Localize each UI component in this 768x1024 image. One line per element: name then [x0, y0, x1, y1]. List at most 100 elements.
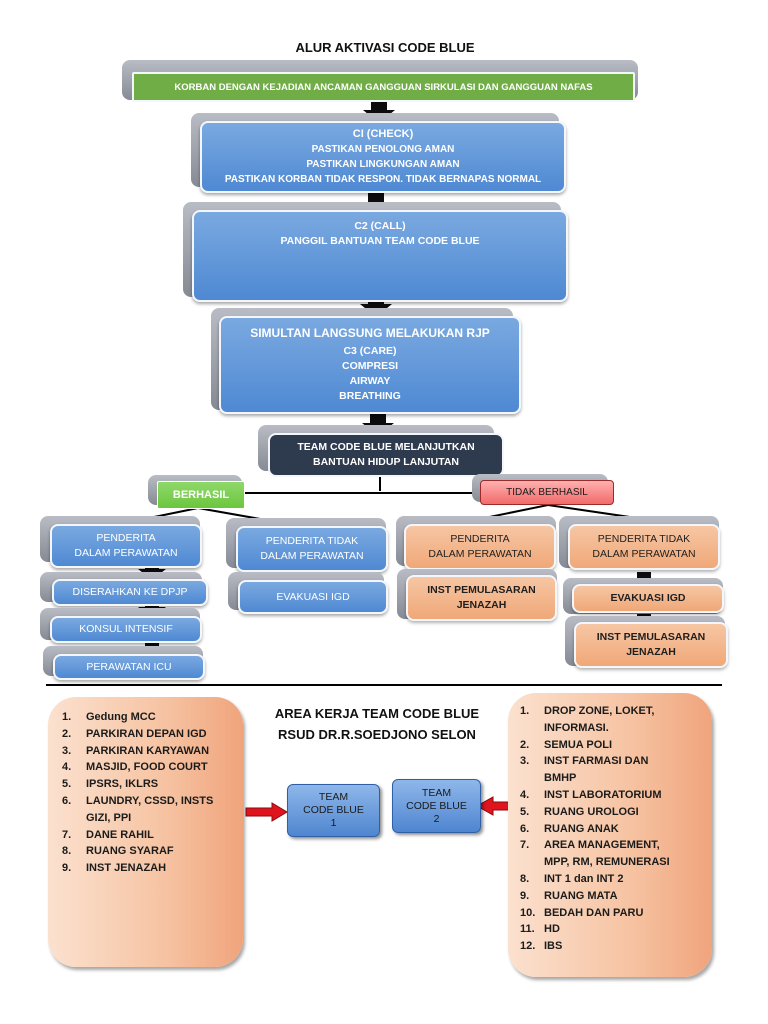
area-list-item: MPP, RM, REMUNERASI	[520, 854, 712, 871]
area-list-item: GIZI, PPI	[62, 810, 243, 827]
consult-box: KONSUL INTENSIF	[50, 616, 202, 643]
area-list-text: LAUNDRY, CSSD, INSTS	[86, 794, 214, 807]
area-list-item: 5.IPSRS, IKLRS	[62, 776, 243, 793]
fail-text: TIDAK BERHASIL	[506, 487, 588, 498]
area-list-text: Gedung MCC	[86, 711, 156, 723]
team-label: CODE BLUE	[406, 799, 467, 812]
care-line: C3 (CARE)	[343, 345, 397, 357]
team-box: TEAM CODE BLUE MELANJUTKAN BANTUAN HIDUP…	[268, 433, 504, 477]
area-list-item: 3.INST FARMASI DAN	[520, 753, 712, 770]
team-label: TEAM	[318, 791, 349, 803]
right-area-panel: 1.DROP ZONE, LOKET,INFORMASI. 2.SEMUA POL…	[508, 693, 712, 977]
left-area-list: 1. Gedung MCC 2. PARKIRAN DEPAN IGD 3. PARKIR…	[62, 709, 243, 877]
area-list-text: BMHP	[544, 772, 577, 785]
fail-not-inpatient-box: PENDERITA TIDAK DALAM PERAWATAN	[568, 524, 720, 570]
area-list-item: 2.SEMUA POLI	[520, 737, 712, 754]
area-list-number: 2.	[62, 727, 72, 740]
area-list-item: 11.HD	[520, 921, 712, 938]
area-list-text: IPSRS, IKLRS	[86, 778, 159, 791]
area-list-item: 1.DROP ZONE, LOKET,	[520, 703, 712, 720]
area-list-text: INST LABORATORIUM	[544, 788, 662, 801]
area-list-number: 3.	[520, 755, 530, 768]
fail-inpatient-box: PENDERITA DALAM PERAWATAN	[404, 524, 556, 570]
area-list-item: 3. PARKIRAN KARYAWAN	[62, 743, 243, 760]
area-list-number: 6.	[62, 794, 72, 807]
care-line: COMPRESI	[341, 360, 398, 372]
arrow-down-4	[362, 413, 394, 436]
area-list-text: RUANG MATA	[544, 889, 618, 902]
area-list-item: INFORMASI.	[520, 720, 712, 737]
team-line: TEAM CODE BLUE MELANJUTKAN	[297, 441, 475, 453]
area-list-text: PARKIRAN DEPAN IGD	[86, 727, 207, 740]
area-list-item: 5. RUANG UROLOGI	[520, 804, 712, 821]
area-list-number: 8.	[62, 845, 72, 858]
area-list-text: HD	[544, 923, 560, 936]
team-label: 2	[433, 812, 440, 825]
check-box: CI (CHECK) PASTIKAN PENOLONG AMAN PASTIK…	[200, 121, 566, 193]
team-label: TEAM	[421, 786, 452, 799]
fail-morgue-box: INST PEMULASARAN JENAZAH	[406, 575, 557, 621]
area-list-text: INT 1 dan INT 2	[544, 872, 624, 885]
area-list-item: 9. RUANG MATA	[520, 888, 712, 905]
area-list-number: 9.	[520, 889, 530, 902]
box-line: INST PEMULASARAN	[596, 631, 706, 643]
area-list-number	[520, 770, 544, 787]
area-list-text: RUANG ANAK	[544, 822, 619, 835]
box-line: EVAKUASI IGD	[276, 590, 350, 603]
box-line: PERAWATAN ICU	[86, 660, 172, 673]
care-heading: SIMULTAN LANGSUNG MELAKUKAN RJP	[250, 326, 490, 340]
area-list-text: GIZI, PPI	[86, 811, 132, 824]
area-list-item: 4. INST LABORATORIUM	[520, 787, 712, 804]
area-list-text: IBS	[544, 940, 563, 953]
area-list-text: BEDAH DAN PARU	[544, 906, 644, 919]
area-list-number	[520, 720, 544, 737]
box-line: PENDERITA TIDAK	[265, 535, 359, 547]
team-label: CODE BLUE	[303, 804, 364, 816]
area-list-item: 9.INST JENAZAH	[62, 860, 243, 877]
area-list-item: 1. Gedung MCC	[62, 709, 243, 726]
area-list-number: 7.	[62, 828, 72, 841]
care-box: SIMULTAN LANGSUNG MELAKUKAN RJP C3 (CARE…	[219, 316, 521, 414]
box-line: DALAM PERAWATAN	[74, 547, 178, 559]
check-line: PASTIKAN LINGKUNGAN AMAN	[306, 159, 460, 170]
right-area-list: 1.DROP ZONE, LOKET,INFORMASI. 2.SEMUA POL…	[520, 703, 712, 955]
area-list-item: 7. DANE RAHIL	[62, 827, 243, 844]
area-list-item: 6. LAUNDRY, CSSD, INSTS	[62, 793, 243, 810]
fail-label: TIDAK BERHASIL	[480, 480, 614, 505]
victim-box: KORBAN DENGAN KEJADIAN ANCAMAN GANGGUAN …	[132, 72, 635, 102]
area-list-number: 10.	[520, 906, 536, 919]
area-subtitle: RSUD DR.R.SOEDJONO SELON	[278, 727, 476, 742]
check-line: PASTIKAN KORBAN TIDAK RESPON. TIDAK BERN…	[224, 174, 542, 185]
area-list-number: 6.	[520, 822, 530, 835]
call-heading: C2 (CALL)	[354, 220, 406, 232]
area-list-number: 1.	[62, 711, 72, 723]
area-list-number: 4.	[520, 788, 530, 801]
area-list-item: 8.INT 1 dan INT 2	[520, 871, 712, 888]
area-list-number: 12.	[520, 940, 536, 953]
arrow-down-1	[363, 101, 395, 123]
area-list-number	[62, 810, 86, 827]
area-list-item: 8.RUANG SYARAF	[62, 843, 243, 860]
area-list-text: PARKIRAN KARYAWAN	[86, 744, 210, 757]
area-list-item: 2. PARKIRAN DEPAN IGD	[62, 726, 243, 743]
box-line: DALAM PERAWATAN	[592, 548, 696, 560]
area-list-number: 3.	[62, 744, 72, 757]
area-list-text: INFORMASI.	[544, 721, 609, 734]
area-list-number: 1.	[520, 705, 530, 717]
area-list-text: INST JENAZAH	[86, 862, 167, 875]
area-list-number: 7.	[520, 839, 530, 852]
area-list-text: DANE RAHIL	[86, 828, 154, 841]
area-list-text: RUANG UROLOGI	[544, 805, 639, 818]
area-list-item: 4.MASJID, FOOD COURT	[62, 759, 243, 776]
success-inpatient-box: PENDERITA DALAM PERAWATAN	[50, 524, 202, 568]
box-line: EVAKUASI IGD	[610, 592, 686, 604]
team-code-blue-2: TEAM CODE BLUE 2	[392, 779, 481, 833]
area-list-number: 5.	[520, 805, 530, 818]
page-title: ALUR AKTIVASI CODE BLUE	[295, 40, 475, 55]
area-list-item: 10. BEDAH DAN PARU	[520, 905, 712, 922]
box-line: DALAM PERAWATAN	[260, 550, 364, 562]
box-line: PENDERITA	[450, 533, 510, 545]
area-list-item: 6. RUANG ANAK	[520, 821, 712, 838]
call-line: PANGGIL BANTUAN TEAM CODE BLUE	[280, 235, 480, 247]
box-line: PENDERITA TIDAK	[597, 533, 691, 545]
